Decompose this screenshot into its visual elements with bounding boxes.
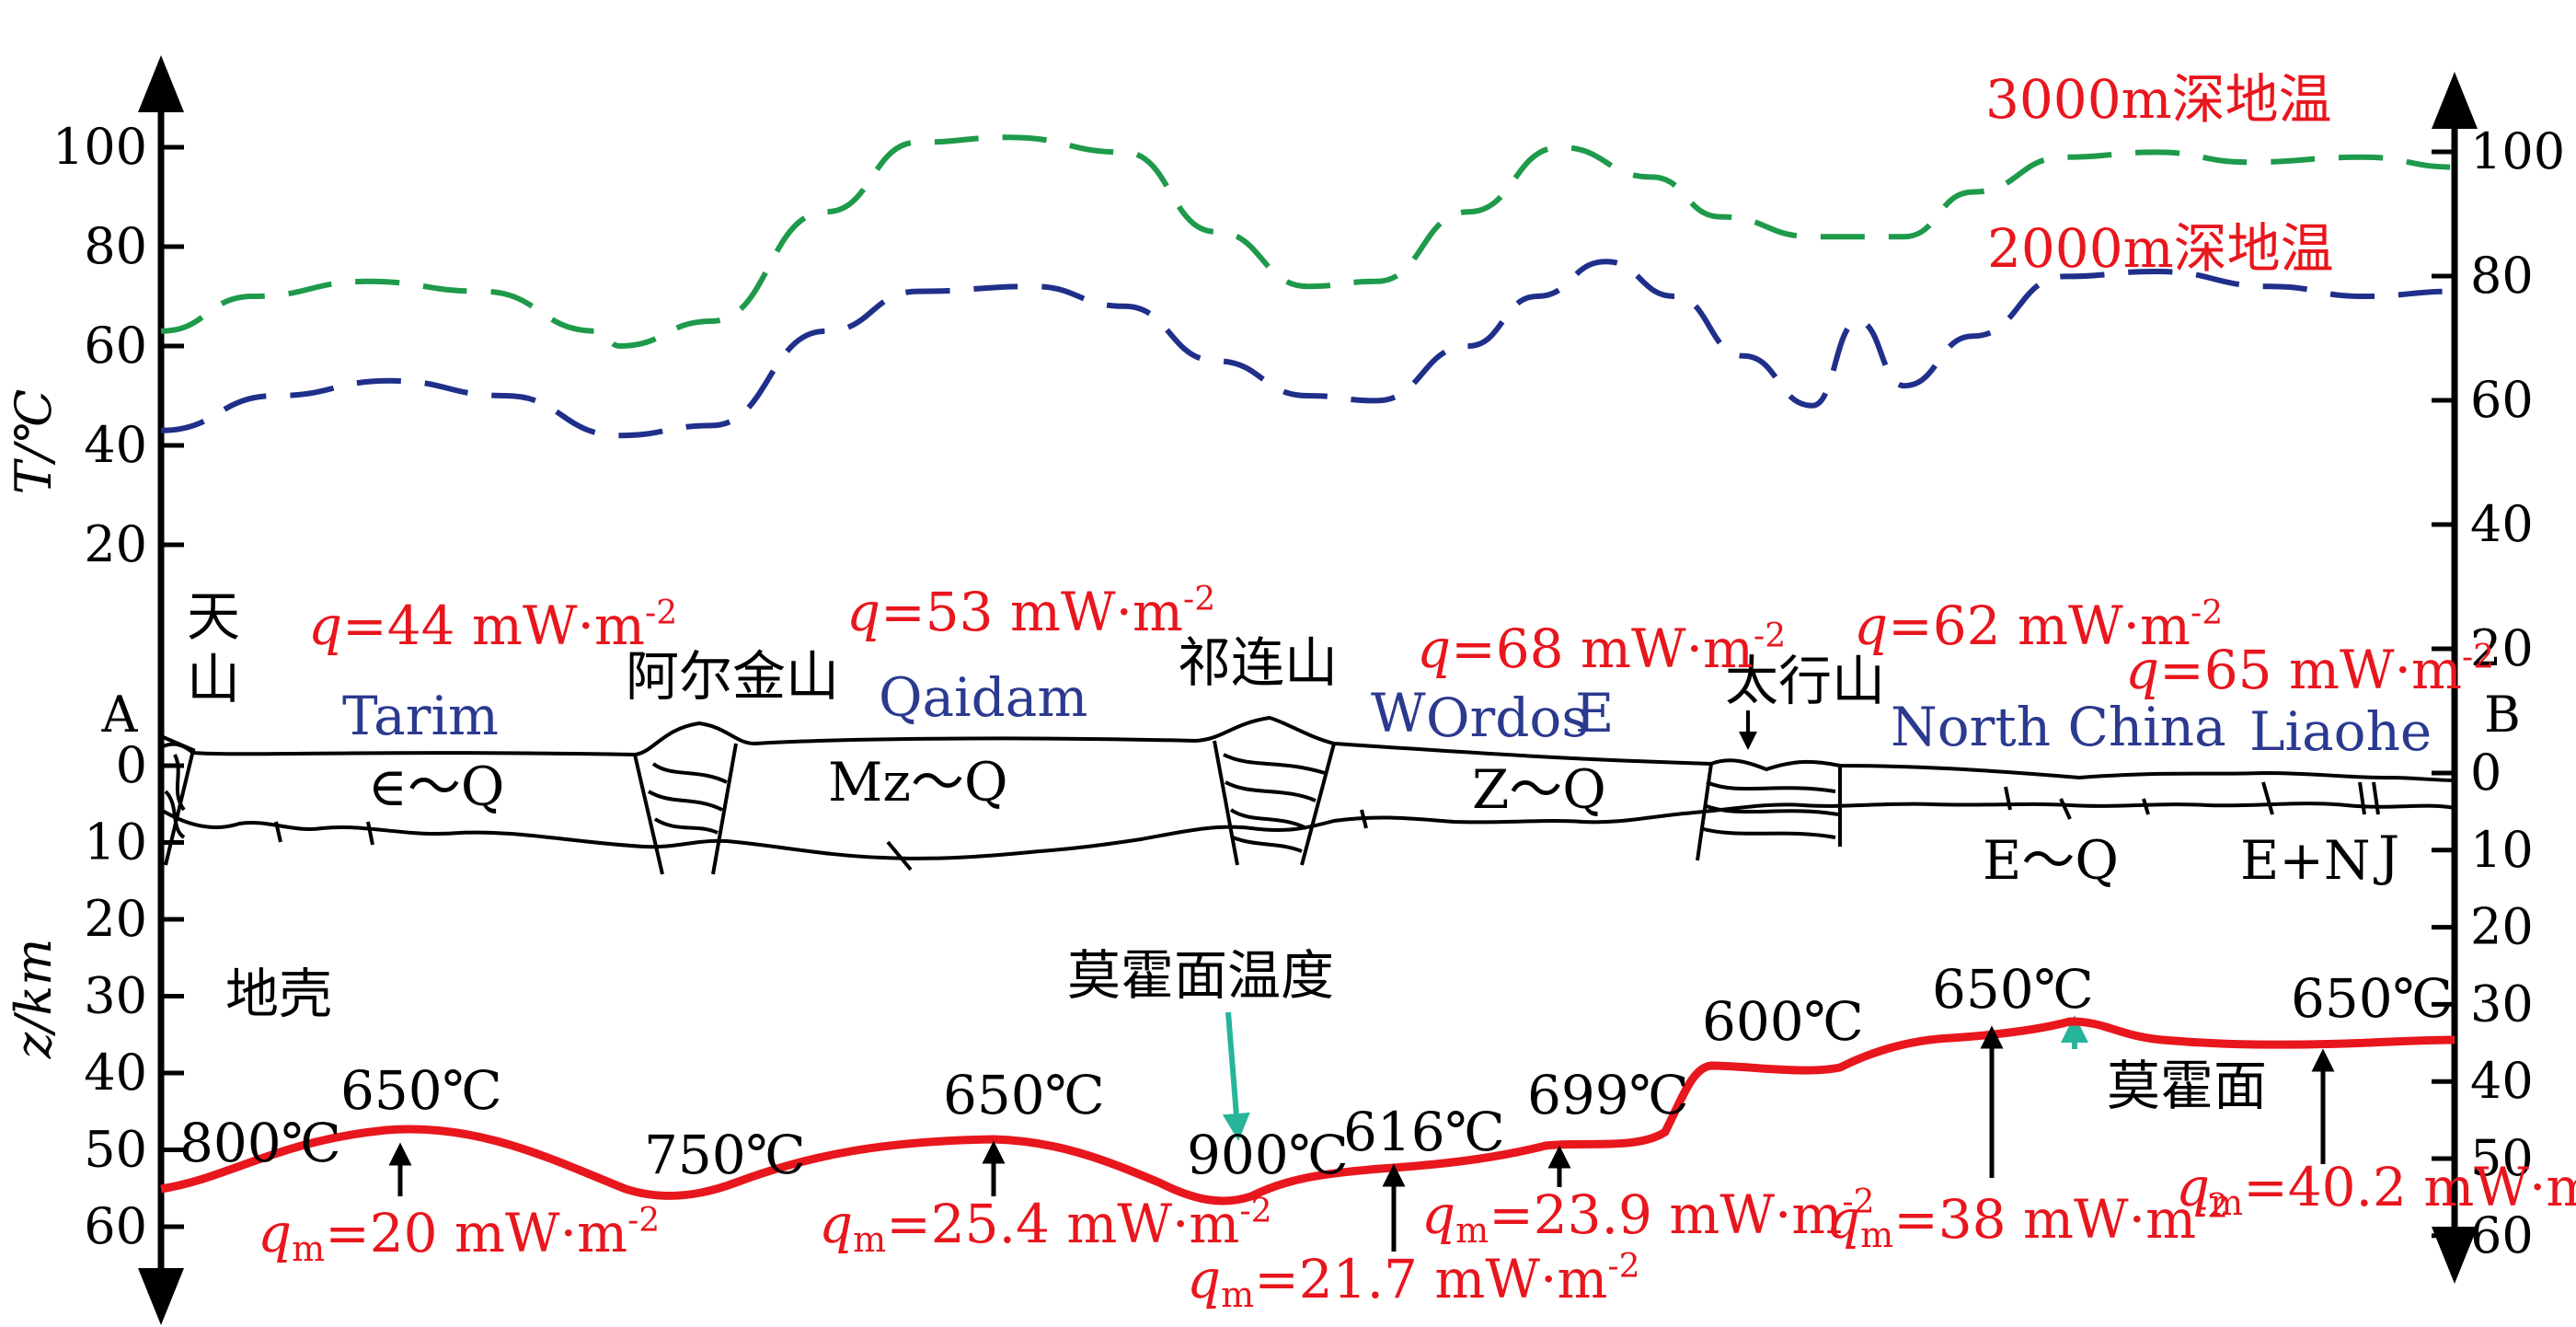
right-depth-ticks: 10 20 30 40 50 60	[2432, 821, 2534, 1264]
series-3000m-line	[160, 134, 2455, 350]
mantle-heat-flow-value: qm=40.2 mW·m-2	[2176, 1156, 2576, 1223]
mantle-heat-flow-value: qm=25.4 mW·m-2	[819, 1193, 1272, 1260]
legend-2000m: 2000m深地温	[1987, 217, 2334, 280]
right-depth-tick-label: 60	[2470, 1206, 2534, 1264]
left-temp-tick-label: 20	[84, 515, 147, 573]
left-temp-tick-label: 40	[84, 416, 147, 474]
strata-qaidam: Mz～Q	[828, 751, 1008, 814]
heat-flow-tarim: q=44 mW·m-2	[308, 594, 677, 657]
moho-temperature-value: 750℃	[644, 1124, 806, 1186]
moho-temperature-value: 650℃	[340, 1059, 502, 1122]
left-temp-tick-label: 60	[84, 317, 147, 375]
mantle-heat-flow-value: qm=20 mW·m-2	[258, 1202, 660, 1269]
basin-ordos-east: E	[1575, 682, 1614, 744]
liaohe-fault-lines	[2004, 781, 2380, 815]
right-depth-tick-label: 10	[2470, 821, 2534, 879]
tianshan-fault-block	[160, 734, 196, 866]
right-depth-tick-label: 40	[2470, 1052, 2534, 1110]
right-temp-tick-label: 60	[2470, 371, 2534, 429]
altun-fault-block	[633, 743, 738, 875]
left-depth-tick-label: 40	[84, 1044, 147, 1102]
qilian-fault-block	[1213, 740, 1336, 866]
mantle-heat-flow-value: qm=21.7 mW·m-2	[1187, 1248, 1640, 1315]
right-temp-tick-label: 100	[2470, 122, 2565, 180]
mountain-altun: 阿尔金山	[626, 645, 839, 708]
heat-flow-ordos: q=68 mW·m-2	[1417, 617, 1786, 680]
mountain-taihang: 太行山	[1725, 650, 1885, 712]
moho-temperature-arrow-icon	[1222, 1011, 1250, 1141]
right-temperature-ticks: 100 80 60 40 20 0	[2432, 122, 2565, 802]
moho-temperature-value: 800℃	[179, 1112, 341, 1174]
right-temp-tick-label: 0	[2470, 744, 2501, 802]
right-temp-tick-label: 20	[2470, 619, 2534, 677]
strata-tarim: ∈～Q	[368, 756, 504, 818]
left-axis: 100 80 60 40 20 0 10 20 30 40 50 60 T/℃ z/km	[5, 55, 184, 1325]
right-temp-tick-label: 80	[2470, 247, 2534, 305]
depth-axis-label: z/km	[5, 939, 63, 1060]
temperature-curves	[160, 134, 2455, 439]
moho-line	[160, 1017, 2455, 1206]
left-axis-top-arrow-icon	[138, 55, 184, 112]
basin-north-china: North China	[1891, 696, 2226, 758]
basement-contact-line	[159, 802, 2455, 860]
strata-ordos: Z～Q	[1472, 758, 1606, 821]
moho-temperature-label: 莫霍面温度	[1067, 944, 1334, 1007]
strata-north-china: E～Q	[1983, 829, 2119, 892]
left-depth-tick-label: 60	[84, 1197, 147, 1255]
profile-start-A: A	[101, 686, 139, 744]
mantle-heat-flow-value: qm=23.9 mW·m-2	[1421, 1183, 1875, 1251]
left-depth-tick-label: 10	[84, 814, 147, 871]
moho-temperature-value: 616℃	[1343, 1101, 1505, 1163]
left-depth-tick-label: 30	[84, 967, 147, 1025]
left-depth-tick-label: 0	[116, 736, 147, 794]
mountain-qilian: 祁连山	[1178, 631, 1338, 694]
basin-qaidam: Qaidam	[879, 666, 1087, 729]
right-axis-top-arrow-icon	[2432, 72, 2478, 129]
contact-hatches	[274, 798, 2150, 871]
basin-ordos-west: W	[1371, 682, 1426, 744]
geologic-section	[159, 715, 2455, 875]
moho-temperature-value: 650℃	[1932, 958, 2094, 1021]
basin-tarim: Tarim	[342, 685, 499, 747]
left-temp-tick-label: 100	[52, 118, 147, 176]
mantle-heat-flow-value: qm=38 mW·m-2	[1826, 1188, 2228, 1255]
temperature-axis-label: T/℃	[5, 389, 63, 495]
heat-flow-north-china: q=62 mW·m-2	[1854, 594, 2223, 657]
mountain-tianshan-line1: 天	[187, 585, 240, 648]
series-2000m-line	[160, 259, 2455, 439]
crust-label: 地壳	[225, 963, 332, 1025]
heat-flow-qaidam: q=53 mW·m-2	[846, 581, 1215, 643]
right-depth-tick-label: 20	[2470, 898, 2534, 956]
left-depth-tick-label: 20	[84, 890, 147, 948]
basin-liaohe: Liaohe	[2249, 700, 2432, 763]
taihang-fault-block	[1696, 763, 1842, 861]
left-axis-bottom-arrow-icon	[138, 1268, 184, 1325]
moho-temperature-value: 900℃	[1187, 1124, 1349, 1186]
strata-liaohe: E+N	[2240, 829, 2371, 892]
moho-temperature-value: 650℃	[2291, 967, 2453, 1030]
right-depth-tick-label: 50	[2470, 1129, 2534, 1187]
right-depth-tick-label: 30	[2470, 975, 2534, 1033]
left-depth-ticks: 0 10 20 30 40 50 60	[84, 736, 184, 1255]
moho-temperature-value: 699℃	[1527, 1064, 1689, 1126]
left-depth-tick-label: 50	[84, 1121, 147, 1179]
right-axis-bottom-arrow-icon	[2432, 1227, 2478, 1284]
left-temperature-ticks: 100 80 60 40 20	[52, 118, 184, 573]
heat-flow-liaohe: q=65 mW·m-2	[2125, 639, 2494, 701]
legend-3000m: 3000m深地温	[1985, 68, 2332, 131]
mantle-heat-flow-labels: qm=20 mW·m-2 qm=25.4 mW·m-2qm=21.7 mW·m-2…	[258, 1025, 2576, 1315]
basin-ordos: Ordos	[1426, 687, 1589, 749]
moho-label: 莫霍面	[2107, 1055, 2267, 1117]
profile-end-B: B	[2484, 686, 2521, 744]
left-temp-tick-label: 80	[84, 217, 147, 275]
right-temp-tick-label: 40	[2470, 495, 2534, 553]
moho-temperature-value: 600℃	[1702, 990, 1864, 1053]
moho-temperature-value: 650℃	[943, 1064, 1105, 1126]
right-axis: 100 80 60 40 20 0 10 20 30 40 50 60	[2432, 72, 2565, 1284]
strata-liaohe-j: J	[2374, 825, 2399, 887]
mountain-tianshan-line2: 山	[187, 648, 240, 710]
